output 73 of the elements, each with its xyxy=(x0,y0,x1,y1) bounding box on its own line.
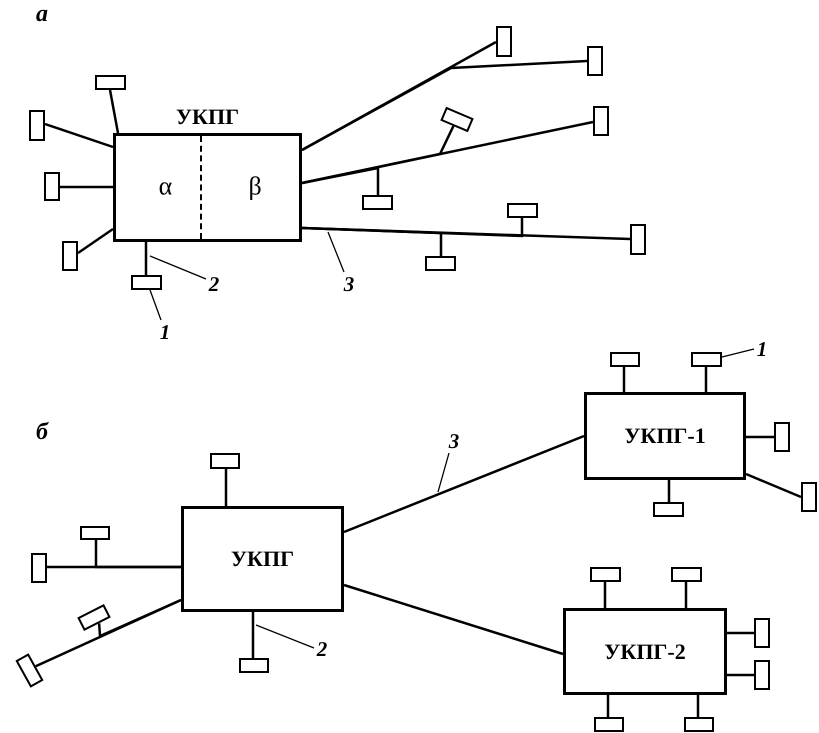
zone-label: β xyxy=(248,171,262,201)
pipeline xyxy=(606,695,610,717)
pipeline xyxy=(77,228,114,254)
pipeline xyxy=(144,242,148,275)
well-box xyxy=(425,256,456,271)
well-box xyxy=(62,241,78,271)
facility-title: УКПГ xyxy=(174,104,240,130)
leader-line xyxy=(437,452,450,492)
well-box xyxy=(671,567,702,582)
pipeline xyxy=(302,166,380,195)
well-box xyxy=(239,658,269,673)
pipeline xyxy=(668,480,670,502)
pipeline xyxy=(746,472,802,498)
well-box xyxy=(801,482,817,512)
pipeline xyxy=(301,60,588,152)
well-box xyxy=(131,275,162,290)
well-box xyxy=(684,717,714,732)
well-box xyxy=(44,172,60,201)
panel-letter: а xyxy=(36,2,48,26)
well-box xyxy=(95,75,126,90)
pipeline xyxy=(684,582,688,608)
pipeline xyxy=(344,584,564,656)
callout-number: 1 xyxy=(754,337,770,361)
panel-letter: б xyxy=(36,420,48,444)
callout-number: 2 xyxy=(206,272,222,296)
well-box xyxy=(754,618,770,648)
pipeline xyxy=(746,436,774,438)
leader-line xyxy=(327,232,345,272)
callout-number: 3 xyxy=(341,272,357,296)
well-box xyxy=(774,422,790,452)
pipeline xyxy=(252,612,254,658)
well-box xyxy=(691,352,722,367)
pipeline xyxy=(302,226,442,256)
well-box xyxy=(630,224,646,255)
zone-label: α xyxy=(158,171,172,201)
well-box xyxy=(610,352,640,367)
well-box xyxy=(653,502,684,517)
leader-line xyxy=(722,348,754,358)
well-box xyxy=(594,717,624,732)
pipeline xyxy=(727,632,754,634)
well-box xyxy=(80,526,110,540)
pipeline xyxy=(44,122,114,148)
well-box xyxy=(587,46,603,76)
well-box xyxy=(496,26,512,57)
well-box xyxy=(590,567,621,582)
facility-box: УКПГ-1 xyxy=(584,392,746,480)
well-box xyxy=(29,110,45,141)
pipeline xyxy=(622,367,626,392)
callout-number: 3 xyxy=(446,429,462,453)
well-box xyxy=(210,453,240,469)
well-box xyxy=(593,106,609,136)
well-box xyxy=(362,195,393,210)
pipeline xyxy=(727,674,754,676)
leader-line xyxy=(150,255,206,280)
facility-box: УКПГ-2 xyxy=(563,608,727,695)
well-box xyxy=(754,660,770,690)
well-box xyxy=(31,553,47,583)
pipeline xyxy=(696,695,700,717)
pipeline xyxy=(35,598,182,668)
pipeline xyxy=(60,186,113,188)
leader-line xyxy=(256,624,314,649)
pipeline xyxy=(224,469,228,506)
pipeline xyxy=(344,434,584,534)
pipeline xyxy=(302,126,455,184)
callout-number: 2 xyxy=(314,637,330,661)
well-box xyxy=(507,203,538,218)
leader-line xyxy=(149,290,162,320)
pipeline xyxy=(604,582,606,608)
pipeline xyxy=(108,90,120,134)
pipeline xyxy=(47,566,181,568)
callout-number: 1 xyxy=(157,320,173,344)
facility-box: УКПГ xyxy=(181,506,344,612)
pipeline xyxy=(704,367,708,392)
